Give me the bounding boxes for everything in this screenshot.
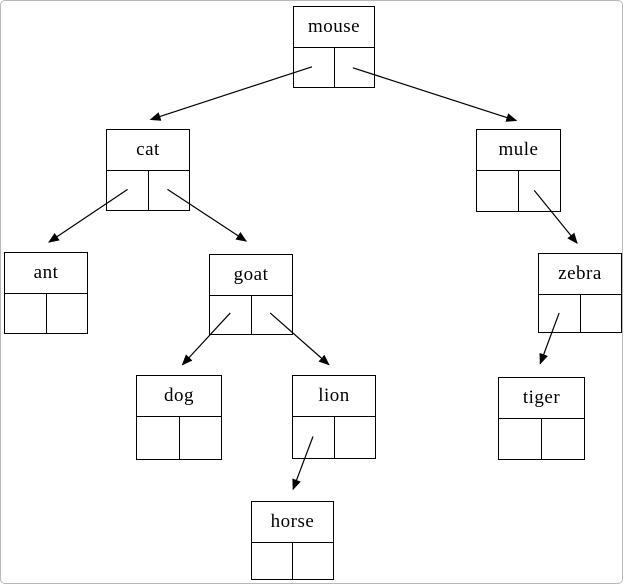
tree-node-horse: horse [251,501,334,580]
right-pointer-cell [252,296,293,334]
left-pointer-cell [539,295,581,332]
pointer-cells [252,543,333,579]
pointer-cells [539,295,621,332]
left-pointer-cell [293,417,335,458]
left-pointer-cell [252,543,293,579]
edge-mouse-right-to-mule [352,67,518,122]
right-pointer-cell [519,171,560,211]
node-label-cat: cat [107,130,189,171]
node-label-zebra: zebra [539,254,621,295]
right-pointer-cell [542,419,584,459]
node-label-dog: dog [137,376,221,417]
left-pointer-cell [477,171,519,211]
tree-node-ant: ant [4,252,88,334]
left-pointer-cell [499,419,542,459]
pointer-cells [499,419,584,459]
node-label-ant: ant [5,253,87,294]
pointer-cells [137,417,221,459]
right-pointer-cell [581,295,622,332]
node-label-mouse: mouse [294,7,374,48]
node-label-tiger: tiger [499,378,584,419]
right-pointer-cell [335,48,375,87]
pointer-cells [293,417,375,458]
right-pointer-cell [149,171,190,210]
tree-node-mule: mule [476,129,561,212]
tree-node-cat: cat [106,129,190,211]
left-pointer-cell [210,296,252,334]
pointer-cells [107,171,189,210]
left-pointer-cell [107,171,149,210]
node-label-goat: goat [210,255,292,296]
pointer-cells [477,171,560,211]
left-pointer-cell [294,48,335,87]
node-label-lion: lion [293,376,375,417]
tree-node-goat: goat [209,254,293,335]
tree-node-lion: lion [292,375,376,459]
pointer-cells [294,48,374,87]
tree-node-tiger: tiger [498,377,585,460]
left-pointer-cell [5,294,47,333]
tree-node-mouse: mouse [293,6,375,88]
pointer-cells [210,296,292,334]
edge-mouse-left-to-cat [149,66,313,121]
right-pointer-cell [335,417,376,458]
right-pointer-cell [293,543,333,579]
pointer-cells [5,294,87,333]
node-label-mule: mule [477,130,560,171]
left-pointer-cell [137,417,180,459]
right-pointer-cell [180,417,222,459]
right-pointer-cell [47,294,88,333]
node-label-horse: horse [252,502,333,543]
tree-node-zebra: zebra [538,253,622,333]
tree-node-dog: dog [136,375,222,460]
